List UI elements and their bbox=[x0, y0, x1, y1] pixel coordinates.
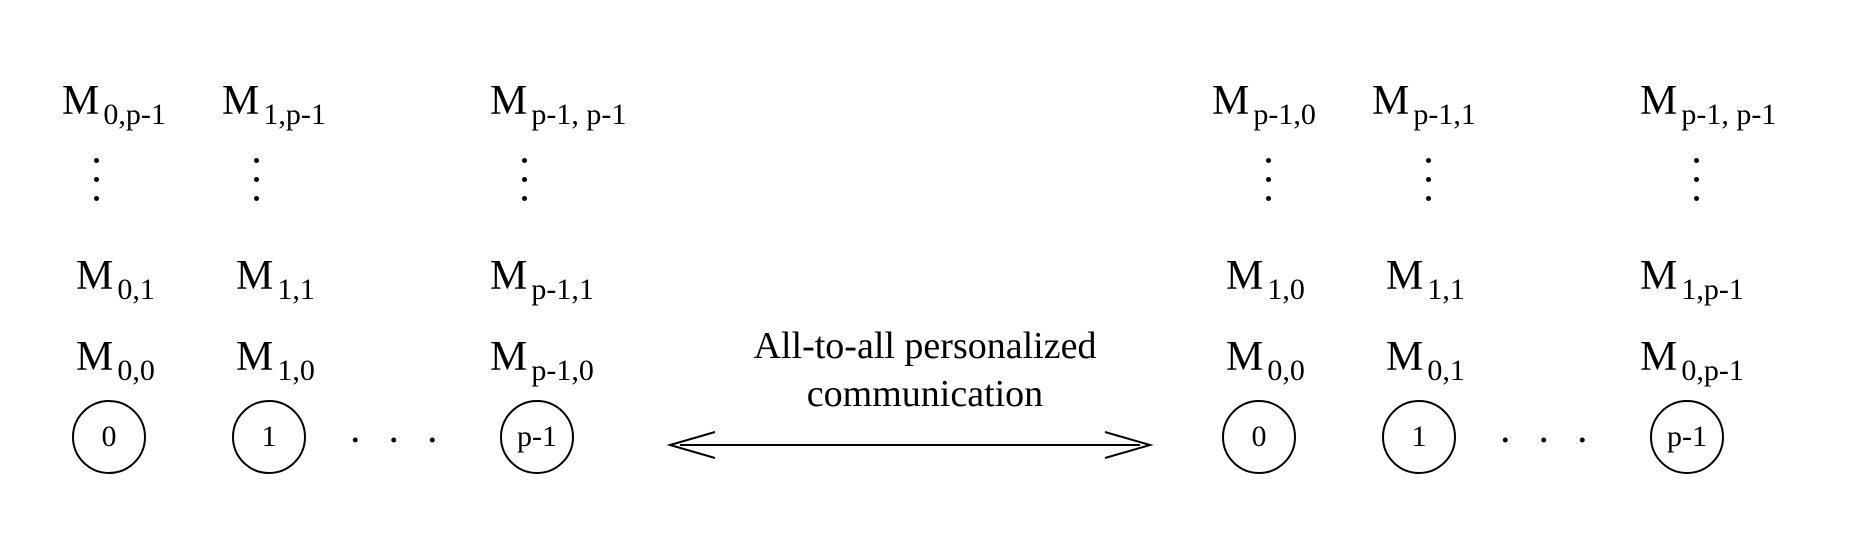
right-ellipsis: ... bbox=[1500, 406, 1616, 452]
right-node-0: 0 bbox=[1222, 400, 1296, 474]
double-arrow bbox=[666, 431, 1154, 459]
node-label: p-1 bbox=[517, 420, 557, 453]
m-symbol: M bbox=[76, 334, 114, 380]
m-subscript: 1,p-1 bbox=[263, 98, 326, 131]
m-symbol: M bbox=[1386, 334, 1424, 380]
m-symbol: M bbox=[1372, 78, 1410, 124]
node-label: 0 bbox=[1251, 420, 1267, 453]
m-symbol: M bbox=[490, 78, 528, 124]
left-vdots-1 bbox=[250, 158, 262, 215]
m-symbol: M bbox=[236, 334, 274, 380]
arrow-label-line-2: communication bbox=[806, 373, 1044, 415]
m-symbol: M bbox=[222, 78, 260, 124]
arrow-label: All-to-all personalized communication bbox=[690, 322, 1160, 418]
node-label: p-1 bbox=[1667, 420, 1707, 453]
right-node-1: 1 bbox=[1382, 400, 1456, 474]
m-subscript: 1,0 bbox=[1267, 273, 1305, 306]
m-subscript: 0,p-1 bbox=[103, 98, 166, 131]
arrow-label-line-1: All-to-all personalized bbox=[753, 325, 1097, 367]
m-symbol: M bbox=[1226, 334, 1264, 380]
m-symbol: M bbox=[1640, 253, 1678, 299]
m-subscript: 1,p-1 bbox=[1681, 273, 1744, 306]
m-symbol: M bbox=[1386, 253, 1424, 299]
left-node-0: 0 bbox=[72, 400, 146, 474]
m-subscript: 0,0 bbox=[117, 354, 155, 387]
m-symbol: M bbox=[1212, 78, 1250, 124]
m-subscript: p-1,1 bbox=[531, 273, 594, 306]
m-subscript: p-1, p-1 bbox=[531, 98, 627, 131]
m-subscript: 0,p-1 bbox=[1681, 354, 1744, 387]
right-vdots-1 bbox=[1422, 158, 1434, 215]
left-vdots-2 bbox=[518, 158, 530, 215]
m-symbol: M bbox=[490, 334, 528, 380]
m-subscript: p-1,0 bbox=[531, 354, 594, 387]
m-symbol: M bbox=[76, 253, 114, 299]
m-subscript: p-1,1 bbox=[1413, 98, 1476, 131]
m-symbol: M bbox=[1226, 253, 1264, 299]
m-symbol: M bbox=[490, 253, 528, 299]
m-subscript: 1,1 bbox=[1427, 273, 1465, 306]
m-symbol: M bbox=[62, 78, 100, 124]
left-ellipsis: ... bbox=[350, 406, 466, 452]
m-subscript: 1,0 bbox=[277, 354, 315, 387]
m-symbol: M bbox=[1640, 334, 1678, 380]
m-subscript: 0,1 bbox=[1427, 354, 1465, 387]
node-label: 0 bbox=[101, 420, 117, 453]
m-subscript: 0,1 bbox=[117, 273, 155, 306]
right-vdots-2 bbox=[1690, 158, 1702, 215]
m-subscript: p-1,0 bbox=[1253, 98, 1316, 131]
node-label: 1 bbox=[261, 420, 277, 453]
left-node-1: 1 bbox=[232, 400, 306, 474]
m-subscript: 0,0 bbox=[1267, 354, 1305, 387]
m-subscript: p-1, p-1 bbox=[1681, 98, 1777, 131]
m-subscript: 1,1 bbox=[277, 273, 315, 306]
m-symbol: M bbox=[236, 253, 274, 299]
m-symbol: M bbox=[1640, 78, 1678, 124]
left-node-p-1: p-1 bbox=[500, 400, 574, 474]
arrow-head-right bbox=[1104, 431, 1154, 459]
right-vdots-0 bbox=[1262, 158, 1274, 215]
arrow-head-left bbox=[666, 431, 716, 459]
node-label: 1 bbox=[1411, 420, 1427, 453]
right-node-p-1: p-1 bbox=[1650, 400, 1724, 474]
left-vdots-0 bbox=[90, 158, 102, 215]
